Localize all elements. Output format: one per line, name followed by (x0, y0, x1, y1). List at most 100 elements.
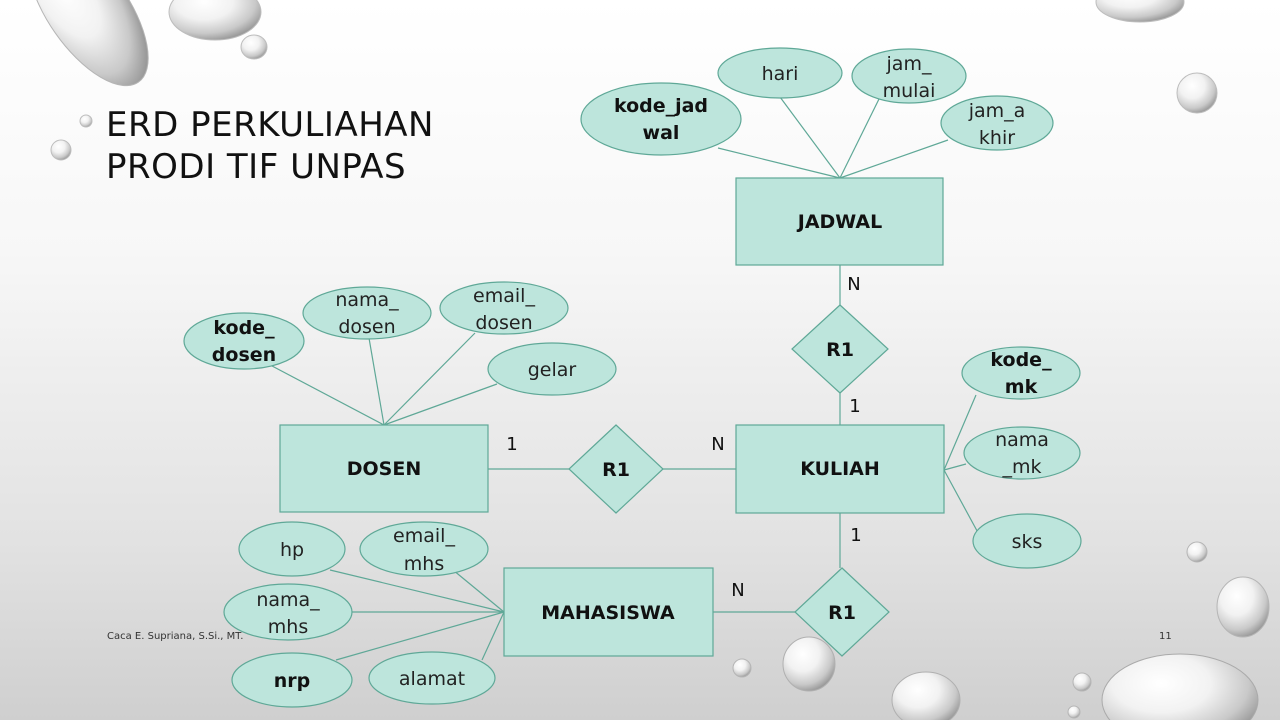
attribute-ellipse (439, 281, 569, 335)
droplet (1176, 72, 1218, 114)
droplet (240, 34, 268, 60)
connector-line (329, 569, 505, 613)
droplet (732, 658, 752, 678)
cardinality-label: N (847, 274, 860, 295)
droplet (1072, 672, 1092, 692)
droplet (1216, 576, 1270, 638)
attribute-label: mulai (883, 80, 936, 102)
droplet (891, 671, 961, 720)
attribute-label: sks (1012, 531, 1043, 553)
entity-box (279, 424, 489, 513)
droplet (168, 0, 262, 41)
relationship-diamond (568, 424, 664, 514)
entity-box (735, 177, 944, 266)
slide-title: ERD PERKULIAHAN PRODI TIF UNPAS (106, 104, 434, 188)
connector-line (779, 96, 841, 179)
connector-line (368, 337, 385, 426)
droplet (1067, 705, 1081, 719)
attribute-email-mhs: email_ mhs (359, 521, 489, 577)
attribute-kode-jadwal: kode_jad wal (580, 82, 742, 156)
attribute-label: kode_ (213, 317, 275, 339)
attribute-ellipse (183, 312, 305, 370)
attribute-label: nama_ (256, 589, 320, 611)
attribute-label: wal (643, 122, 680, 144)
attribute-jam-akhir: jam_a khir (940, 95, 1054, 151)
attribute-ellipse (580, 82, 742, 156)
attribute-ellipse (368, 651, 496, 705)
attribute-nama-mhs: nama_ mhs (223, 583, 353, 641)
connector-line (383, 383, 498, 426)
attribute-label: mhs (404, 553, 444, 575)
attribute-label: jam_a (968, 100, 1026, 122)
attribute-ellipse (972, 513, 1082, 569)
attribute-label: gelar (528, 359, 577, 381)
attribute-label: mhs (268, 616, 308, 638)
attribute-ellipse (851, 48, 967, 104)
entity-box (503, 567, 714, 657)
slide-title-line-2: PRODI TIF UNPAS (106, 147, 407, 187)
attribute-label: nama_ (335, 289, 399, 311)
attribute-nama-mk: nama _mk (963, 426, 1081, 480)
attribute-ellipse (487, 342, 617, 396)
connector-line (335, 611, 505, 661)
attribute-ellipse (961, 346, 1081, 400)
attribute-hari: hari (717, 47, 843, 99)
droplet (1095, 0, 1185, 23)
footer-author: Caca E. Supriana, S.Si., MT. (107, 631, 244, 642)
attribute-label: hp (280, 539, 304, 561)
droplet (1101, 653, 1259, 720)
cardinality-label: 1 (506, 434, 517, 455)
attribute-label: hari (762, 63, 799, 85)
entity-label: DOSEN (347, 458, 422, 480)
connector-line (717, 147, 841, 179)
attribute-label: email_ (473, 285, 535, 307)
attribute-label: kode_ (990, 349, 1052, 371)
connectors (254, 96, 983, 661)
connector-line (943, 394, 977, 471)
entity-kuliah: KULIAH (735, 424, 945, 514)
attribute-hp: hp (238, 521, 346, 577)
relationship-label: R1 (826, 339, 854, 361)
attribute-label: dosen (338, 316, 395, 338)
attribute-label: kode_jad (614, 95, 708, 117)
attribute-label: jam_ (886, 53, 932, 75)
attribute-ellipse (940, 95, 1054, 151)
attribute-nrp: nrp (231, 652, 353, 708)
attribute-label: mk (1005, 376, 1038, 398)
connector-line (254, 356, 385, 426)
attribute-ellipse (238, 521, 346, 577)
page-number: 11 (1159, 631, 1172, 642)
entity-label: JADWAL (796, 211, 882, 233)
connector-line (943, 463, 967, 471)
decorative-droplets (27, 0, 1270, 720)
cardinality-label: N (711, 434, 724, 455)
connector-line (839, 139, 949, 179)
attribute-label: dosen (475, 312, 532, 334)
entity-label: KULIAH (800, 458, 880, 480)
entity-label: MAHASISWA (541, 602, 675, 624)
attribute-gelar: gelar (487, 342, 617, 396)
attribute-label: alamat (399, 668, 465, 690)
relationship-label: R1 (602, 459, 630, 481)
connector-line (839, 96, 881, 179)
connector-line (452, 569, 505, 613)
cardinality-label: N (731, 580, 744, 601)
droplet (1186, 541, 1208, 563)
slide-title-line-1: ERD PERKULIAHAN (106, 105, 434, 145)
attribute-ellipse (717, 47, 843, 99)
relationship-kuliah-mahasiswa: R1 (794, 567, 890, 657)
attribute-ellipse (359, 521, 489, 577)
attribute-alamat: alamat (368, 651, 496, 705)
droplet (782, 636, 836, 692)
relationship-dosen-kuliah: R1 (568, 424, 664, 514)
relationship-label: R1 (828, 602, 856, 624)
relationship-jadwal-kuliah: R1 (791, 304, 889, 394)
cardinality-label: 1 (850, 525, 861, 546)
entity-box (735, 424, 945, 514)
entity-dosen: DOSEN (279, 424, 489, 513)
relationship-diamond (791, 304, 889, 394)
attribute-ellipse (231, 652, 353, 708)
relationship-diamond (794, 567, 890, 657)
attribute-label: nama (995, 429, 1049, 451)
